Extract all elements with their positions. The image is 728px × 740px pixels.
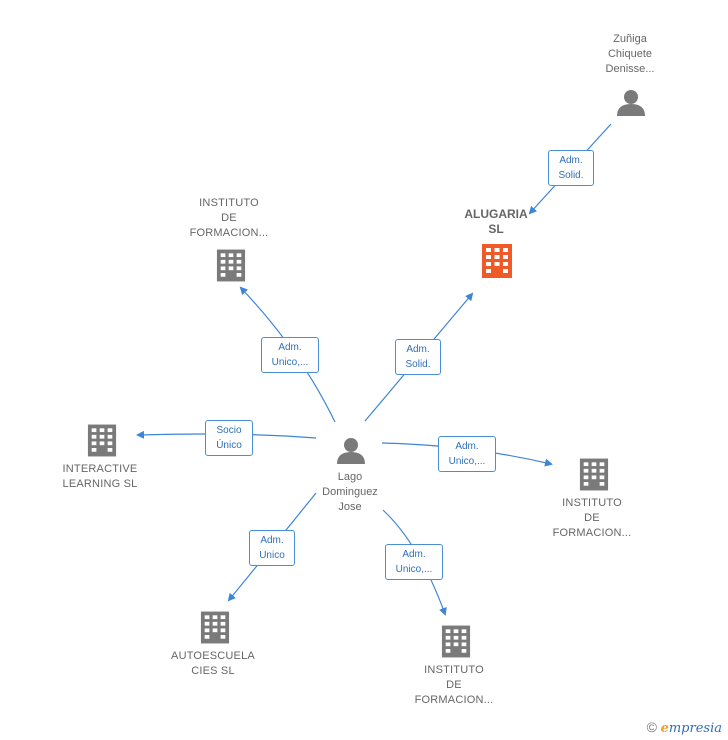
edge-label-center-to-instituto-top[interactable]: Adm. Unico,... — [261, 337, 319, 373]
node-label-alugaria[interactable]: ALUGARIA SL — [464, 207, 528, 236]
node-label-interactive[interactable]: INTERACTIVE LEARNING SL — [62, 463, 138, 490]
edge-label-center-to-instituto-right[interactable]: Adm. Unico,... — [438, 436, 496, 472]
person-icon — [337, 438, 365, 464]
edge-label-center-to-autoescuela[interactable]: Adm. Unico — [249, 530, 295, 566]
copyright-symbol: © — [646, 719, 657, 735]
brand-e: e — [660, 721, 669, 736]
node-label-instituto-right[interactable]: INSTITUTO DE FORMACION... — [552, 497, 632, 539]
edge-label-center-to-alugaria[interactable]: Adm. Solid. — [395, 339, 441, 375]
empresia-logo: © empresia — [647, 719, 722, 736]
person-icon — [617, 90, 645, 116]
node-label-instituto-top[interactable]: INSTITUTO DE FORMACION... — [189, 197, 269, 239]
node-label-center-person[interactable]: Lago Dominguez Jose — [322, 471, 378, 513]
node-label-top-person[interactable]: Zuñiga Chiquete Denisse... — [605, 33, 655, 75]
edge-label-top-to-alugaria[interactable]: Adm. Solid. — [548, 150, 594, 186]
building-icon-instituto-bottom — [441, 625, 471, 658]
building-icon-instituto-top — [216, 249, 246, 282]
node-label-autoescuela[interactable]: AUTOESCUELA CIES SL — [171, 650, 255, 677]
brand-name: mpresia — [668, 721, 722, 736]
building-icon-instituto-right — [579, 458, 609, 491]
building-icon-autoescuela — [200, 611, 230, 644]
building-icon-interactive — [87, 424, 117, 457]
edge-label-center-to-instituto-bottom[interactable]: Adm. Unico,... — [385, 544, 443, 580]
node-label-instituto-bottom[interactable]: INSTITUTO DE FORMACION... — [414, 664, 494, 706]
edge-label-center-to-interactive[interactable]: Socio Único — [205, 420, 253, 456]
building-icon-alugaria — [482, 244, 512, 278]
